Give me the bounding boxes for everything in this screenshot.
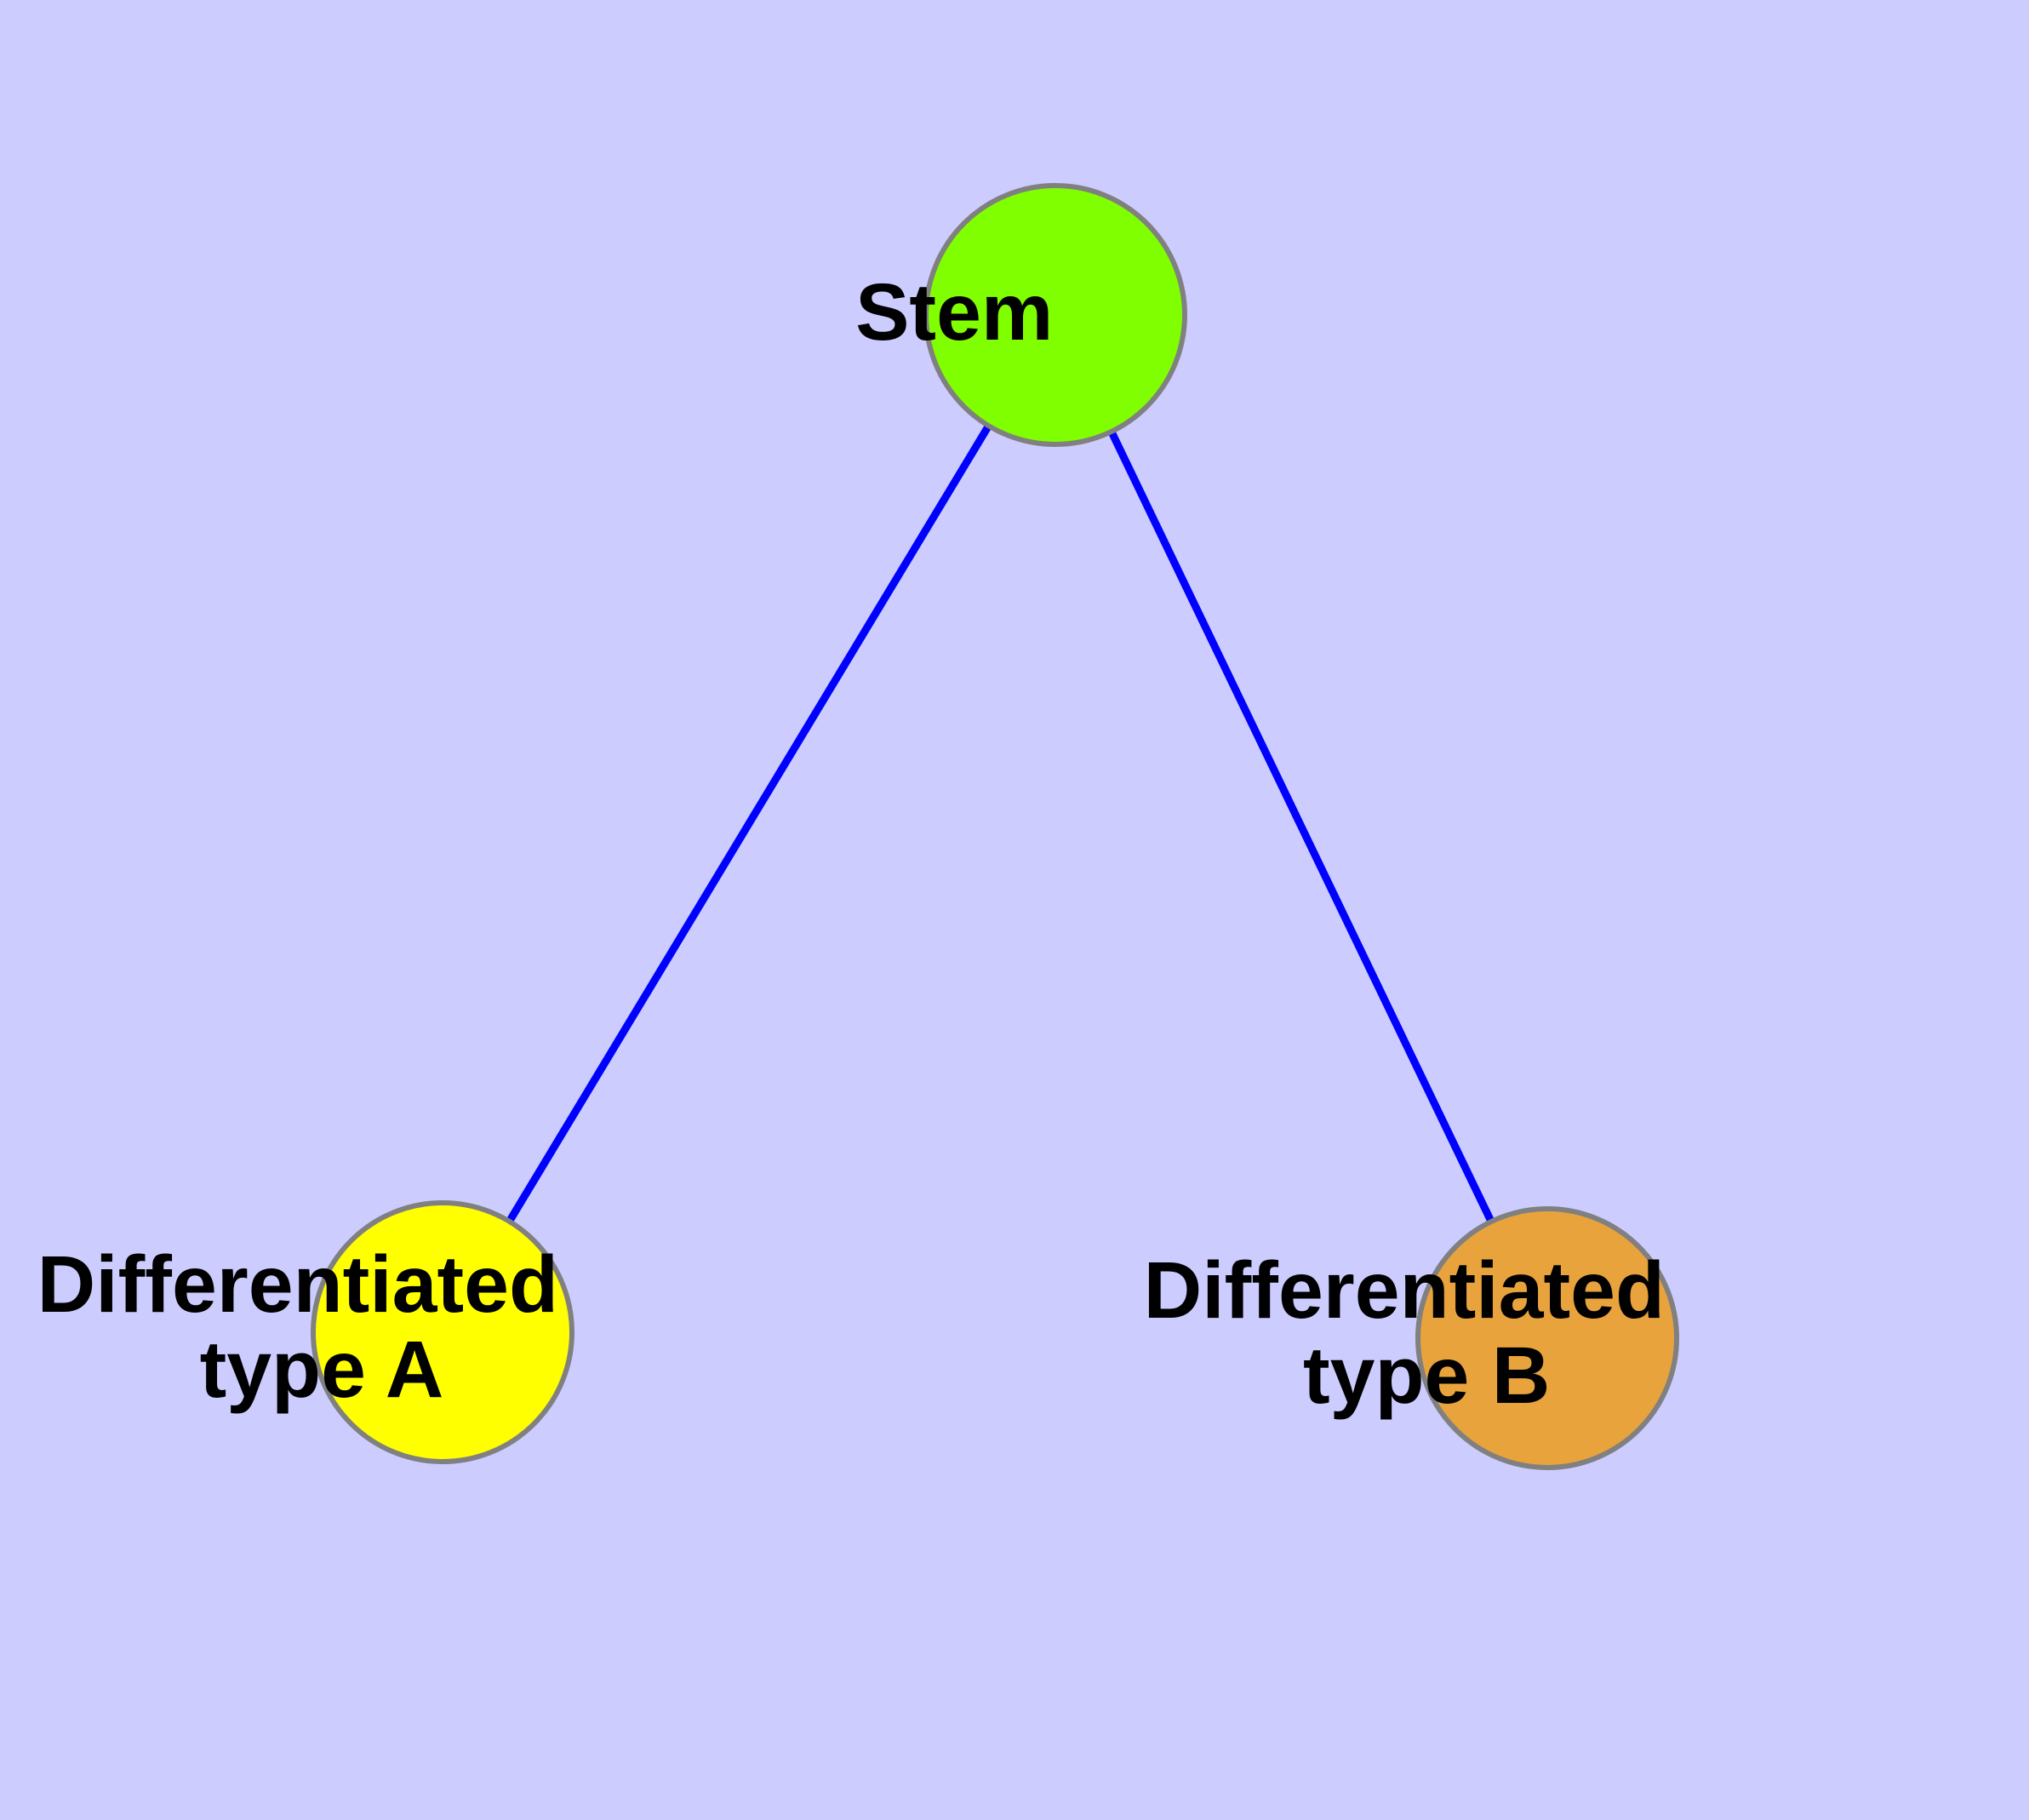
node-differentiated-type-a-label-line2: type A: [200, 1325, 443, 1415]
node-differentiated-type-a-label-line1: Differentiated: [37, 1239, 558, 1330]
node-layer: Stem Differentiated type A Differentiate…: [37, 183, 1912, 1470]
node-differentiated-type-b-circle[interactable]: [1415, 1206, 1679, 1470]
node-differentiated-type-b-label: Differentiated type B: [1144, 1245, 1912, 1421]
node-stem-label: Stem: [855, 267, 1255, 358]
edge-stem-to-differentiated-type-a[interactable]: [439, 312, 1059, 1335]
edge-layer: [439, 312, 1552, 1340]
edge-stem-to-differentiated-type-b[interactable]: [1051, 313, 1552, 1340]
node-stem-circle[interactable]: [923, 183, 1187, 447]
node-stem-label-line1: Stem: [855, 267, 1053, 358]
node-differentiated-type-b-label-line2: type B: [1303, 1331, 1550, 1421]
node-differentiated-type-a[interactable]: Differentiated type A: [37, 1200, 806, 1464]
node-differentiated-type-a-circle[interactable]: [311, 1200, 574, 1464]
node-stem[interactable]: Stem: [855, 183, 1255, 447]
node-differentiated-type-a-label: Differentiated type A: [37, 1239, 806, 1415]
node-differentiated-type-b-label-line1: Differentiated: [1144, 1245, 1665, 1336]
node-differentiated-type-b[interactable]: Differentiated type B: [1144, 1206, 1912, 1470]
